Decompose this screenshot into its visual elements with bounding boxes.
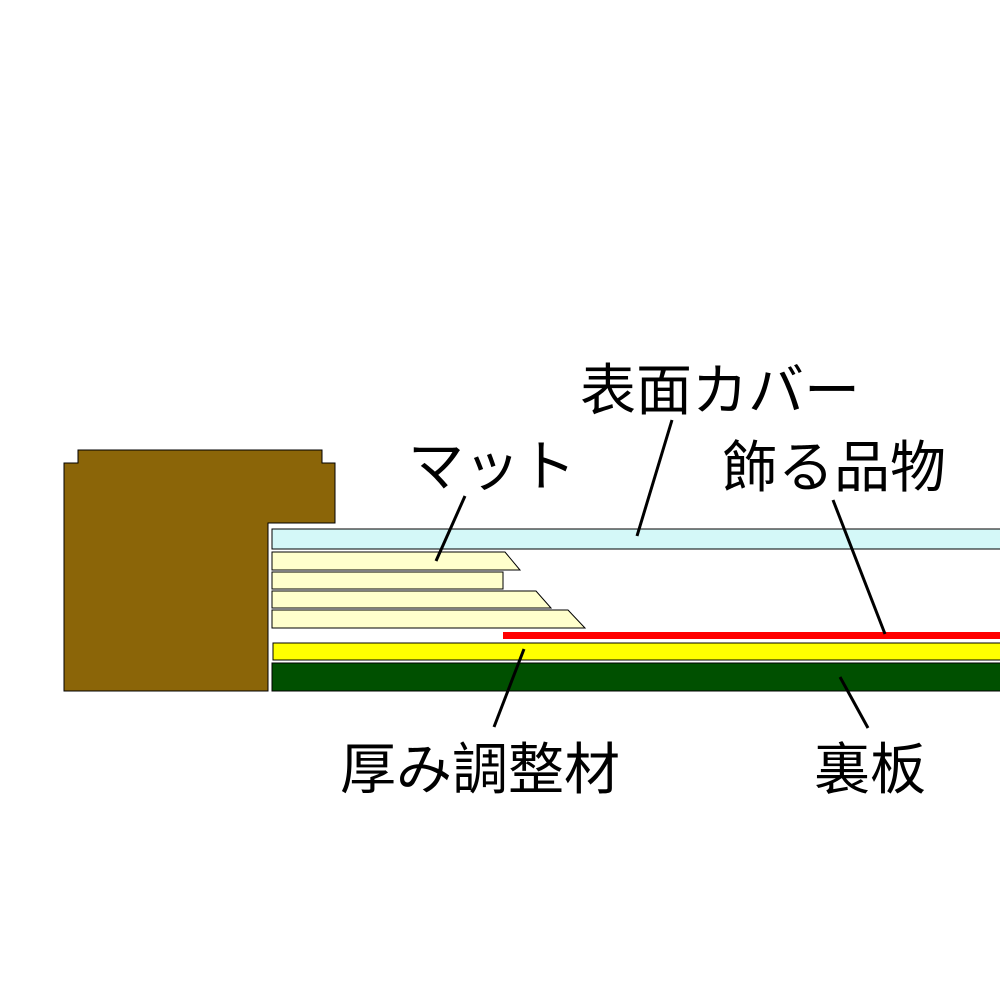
artwork-label: 飾る品物	[722, 436, 946, 501]
frame-profile	[63, 449, 336, 692]
mat-layer-1	[271, 551, 522, 571]
artwork-leader-line	[831, 499, 887, 635]
mat-layer-3	[271, 590, 553, 609]
cover-leader-line	[635, 419, 674, 537]
backboard-label: 裏板	[814, 738, 926, 803]
mat-layer-4	[271, 609, 587, 629]
mat-leader-line	[434, 495, 467, 562]
spacer-leader-line	[492, 648, 526, 728]
backboard-leader-line	[838, 676, 870, 729]
mat-layer-2	[271, 571, 504, 590]
spacer-layer	[272, 642, 1000, 661]
backboard-layer	[271, 662, 1000, 692]
surface-cover	[271, 528, 1000, 550]
artwork-layer	[503, 632, 1000, 639]
cover-label: 表面カバー	[580, 359, 860, 424]
mat-label: マット	[408, 435, 576, 500]
spacer-label: 厚み調整材	[340, 738, 620, 803]
